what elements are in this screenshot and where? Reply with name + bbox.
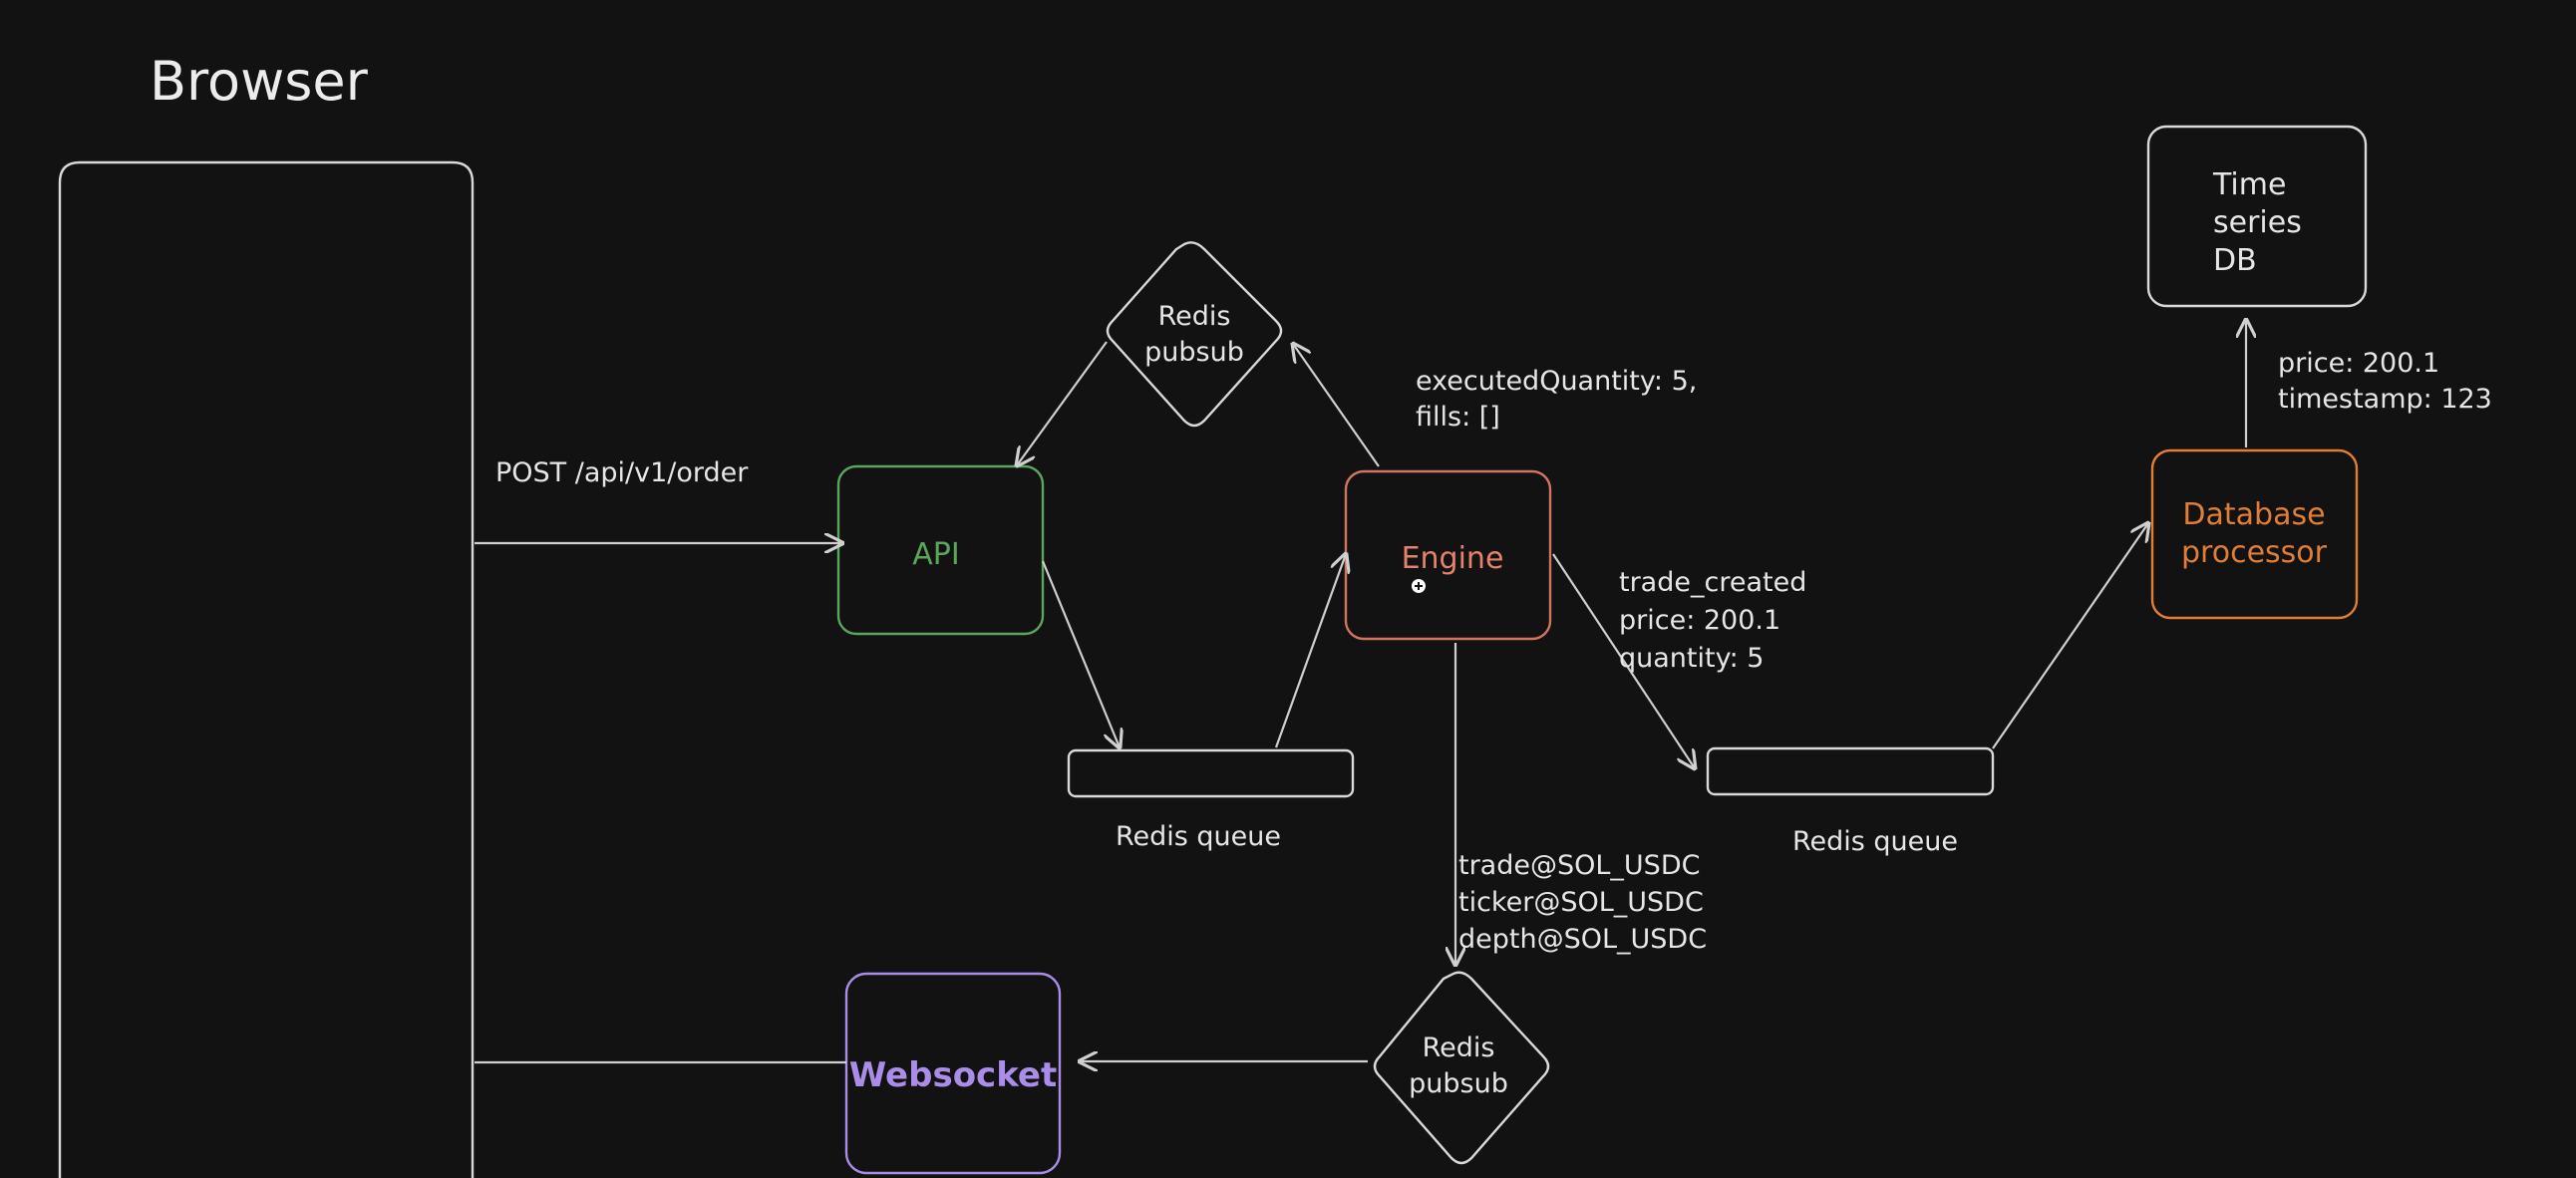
ws-channels-label-line1: trade@SOL_USDC [1458, 850, 1700, 881]
redis-queue-left-label: Redis queue [1116, 821, 1281, 852]
trade-created-label-line1: trade_created [1619, 567, 1806, 598]
arrow-redis-queue-right-to-database-processor [1992, 523, 2148, 749]
time-series-db-label-line2: series [2213, 205, 2302, 240]
arrow-engine-to-redis-queue-right [1552, 553, 1695, 768]
redis-queue-right-label: Redis queue [1792, 826, 1958, 857]
time-series-db-node[interactable] [2146, 125, 2368, 308]
arrow-redis-queue-left-to-engine [1274, 554, 1346, 748]
redis-pubsub-top-label-line1: Redis [1158, 301, 1231, 332]
database-processor-label-line1: Database [2182, 497, 2325, 532]
database-processor-label-line2: processor [2181, 535, 2328, 570]
redis-pubsub-top-label-line2: pubsub [1144, 337, 1244, 368]
database-processor-node[interactable] [2150, 448, 2359, 620]
db-insert-label-line1: price: 200.1 [2278, 348, 2439, 379]
websocket-node[interactable] [844, 972, 1062, 1175]
ws-channels-label-line3: depth@SOL_USDC [1458, 924, 1707, 955]
time-series-db-label-line3: DB [2213, 243, 2257, 278]
engine-response-label-line1: executedQuantity: 5, [1416, 366, 1697, 397]
trade-created-label-line3: quantity: 5 [1619, 643, 1764, 674]
engine-response-label-line2: fills: [] [1416, 402, 1500, 433]
diagram-title: Browser [150, 50, 369, 113]
api-label: API [912, 537, 959, 572]
redis-pubsub-bottom-label-line2: pubsub [1409, 1068, 1508, 1099]
redis-pubsub-top-node[interactable] [1106, 241, 1283, 428]
arrow-redis-pubsub-top-to-api [1017, 341, 1108, 465]
time-series-db-label-line1: Time [2212, 167, 2286, 202]
arrow-api-to-redis-queue-left [1041, 560, 1120, 747]
trade-created-label-line2: price: 200.1 [1619, 605, 1780, 636]
redis-pubsub-bottom-label-line1: Redis [1423, 1032, 1495, 1063]
arrow-engine-to-redis-pubsub-top [1293, 344, 1380, 467]
redis-queue-right-node[interactable] [1706, 746, 1995, 796]
engine-label: Engine [1402, 541, 1504, 576]
ws-channels-label-line2: ticker@SOL_USDC [1458, 887, 1704, 918]
browser-panel [58, 160, 475, 1178]
redis-pubsub-bottom-node[interactable] [1373, 971, 1550, 1165]
db-insert-label-line2: timestamp: 123 [2278, 384, 2492, 415]
websocket-label: Websocket [849, 1055, 1057, 1095]
cursor-crosshair-icon [1412, 579, 1426, 593]
redis-queue-left-node[interactable] [1067, 748, 1355, 798]
post-order-label: POST /api/v1/order [495, 457, 749, 488]
